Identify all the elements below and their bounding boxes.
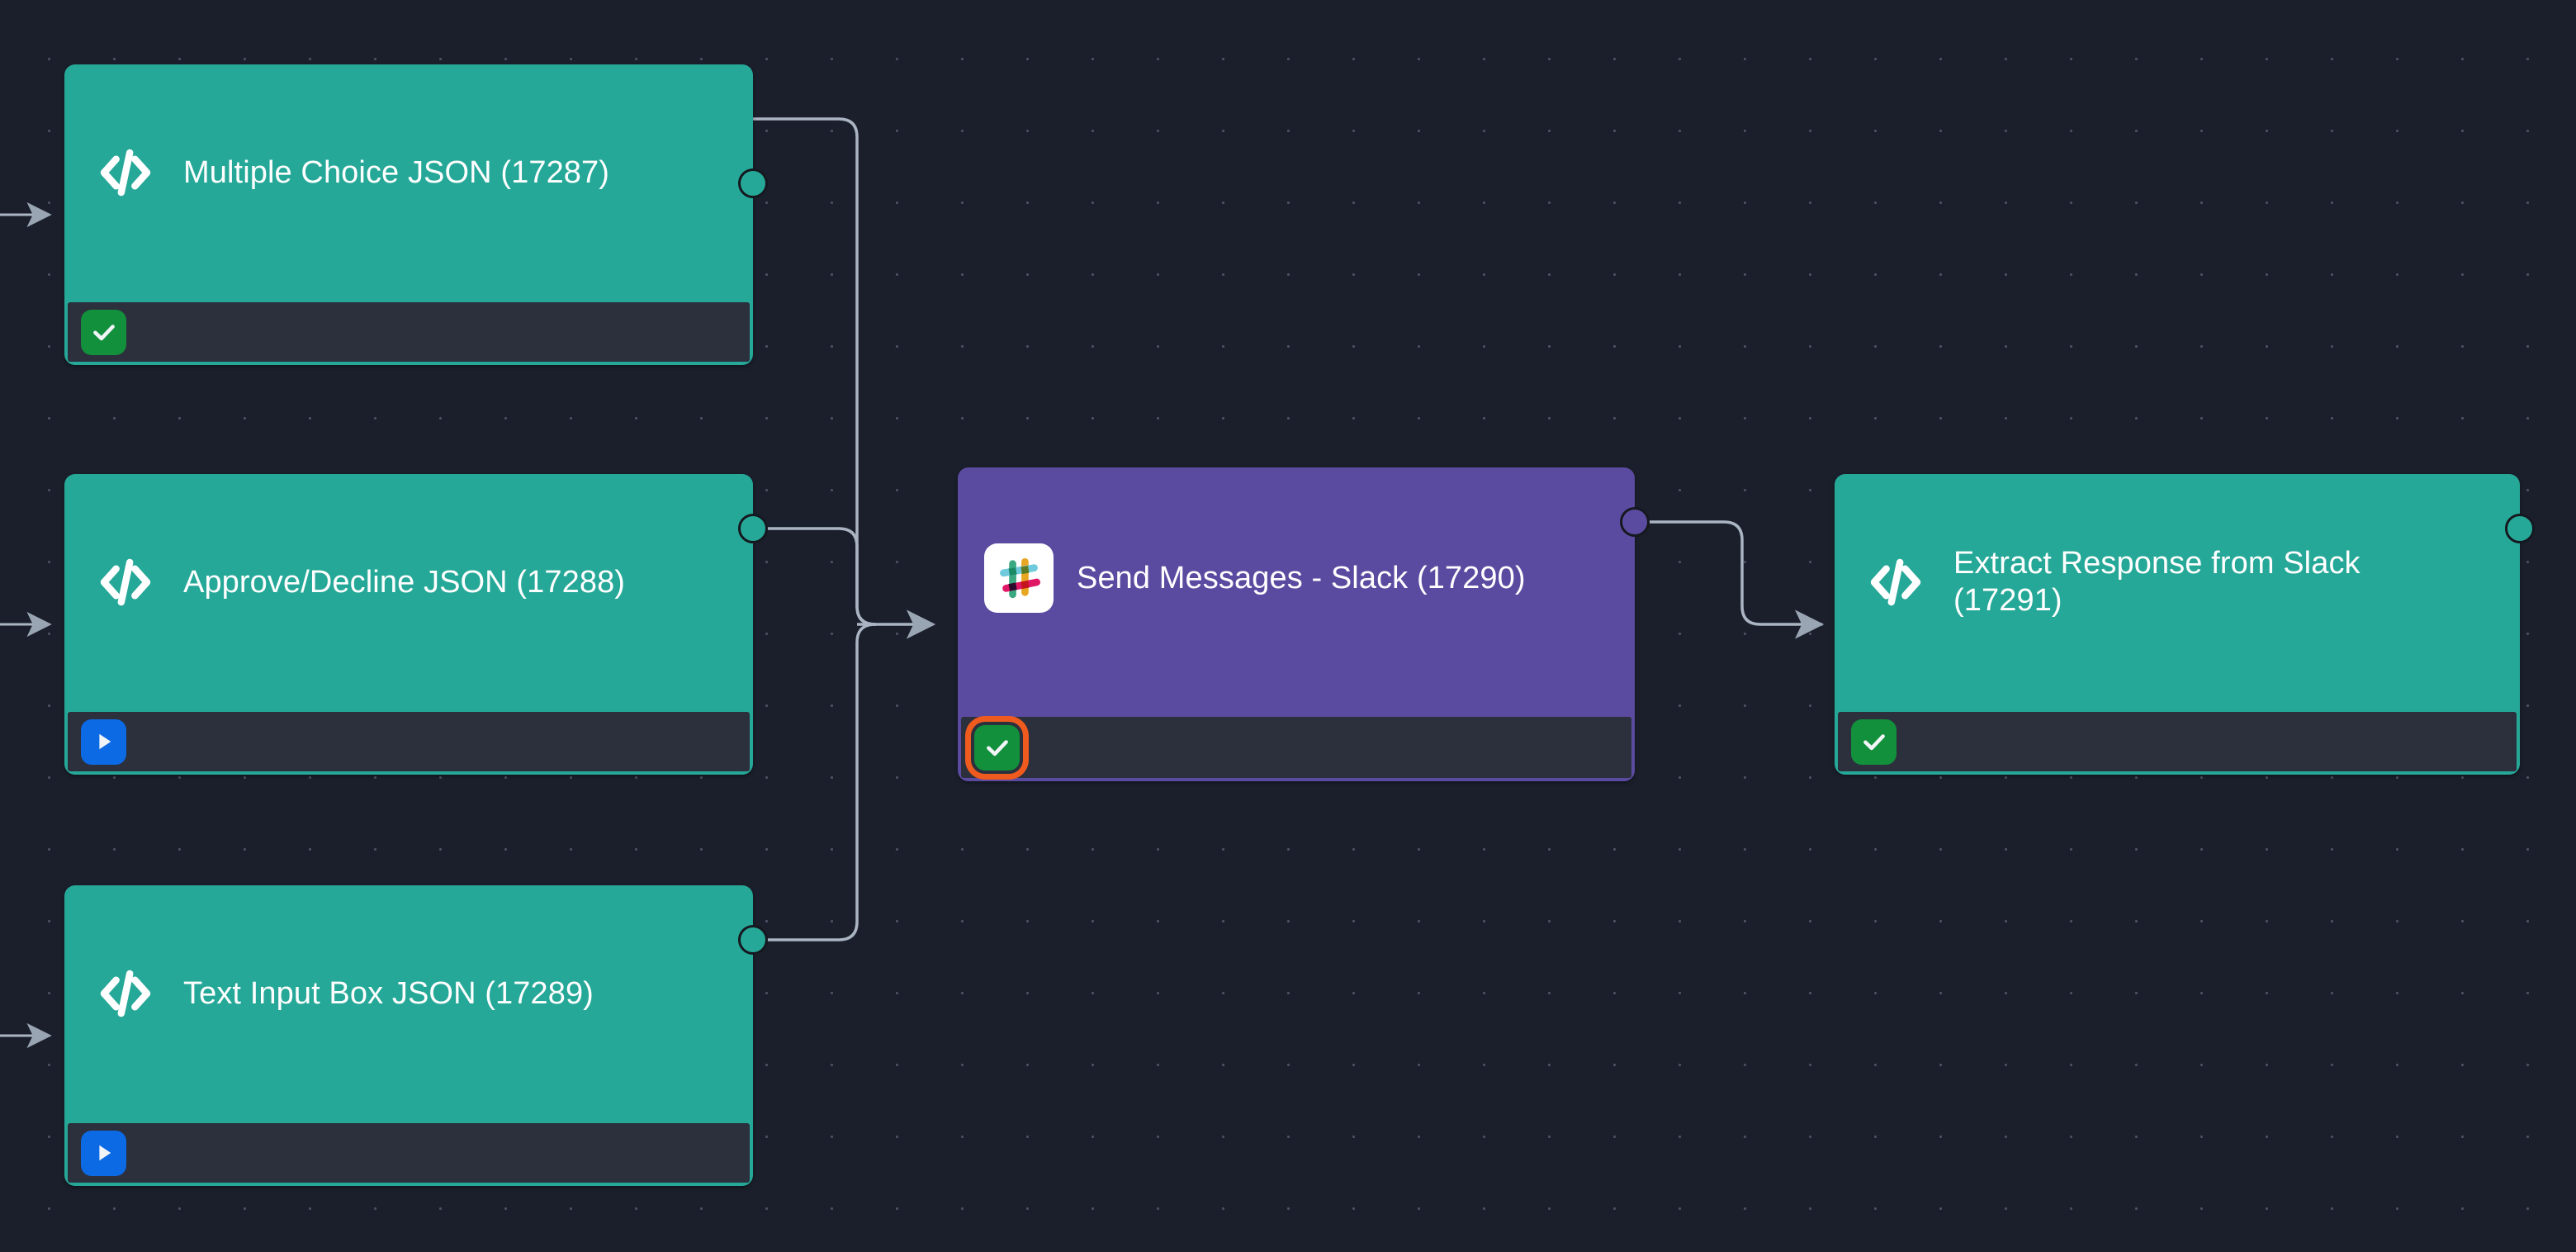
node-body (68, 1123, 750, 1183)
node-title: Send Messages - Slack (17290) (1077, 560, 1526, 595)
node-text-input-box-json[interactable]: Text Input Box JSON (17289) (64, 885, 768, 1186)
node-approve-decline-json[interactable]: Approve/Decline JSON (17288) (64, 474, 768, 775)
wire-17289-to-17290 (751, 623, 877, 941)
wire-17287-to-17290 (751, 117, 877, 626)
node-title: Multiple Choice JSON (17287) (183, 154, 610, 190)
node-header: Send Messages - Slack (17290) (961, 471, 1631, 685)
node-header: Multiple Choice JSON (17287) (68, 68, 750, 277)
node-title: Approve/Decline JSON (17288) (183, 564, 626, 600)
play-icon-button[interactable] (81, 1130, 126, 1176)
slack-icon (981, 540, 1057, 616)
node-body (961, 717, 1631, 778)
node-body (1838, 712, 2517, 771)
output-port[interactable] (1620, 507, 1650, 537)
node-title: Extract Response from Slack (17291) (1953, 546, 2361, 618)
code-icon (88, 544, 163, 620)
node-body (68, 302, 750, 362)
node-header: Extract Response from Slack (17291) (1838, 477, 2517, 687)
output-port[interactable] (738, 514, 768, 543)
wire-17288-to-17290 (751, 527, 877, 626)
node-extract-response-from-slack[interactable]: Extract Response from Slack (17291) (1835, 474, 2535, 775)
node-header: Approve/Decline JSON (17288) (68, 477, 750, 687)
output-port[interactable] (2505, 514, 2535, 543)
node-send-messages-slack[interactable]: Send Messages - Slack (17290) (958, 467, 1650, 781)
code-icon (1858, 544, 1934, 620)
wire-17290-to-17291 (1648, 520, 1825, 639)
play-icon-button[interactable] (81, 718, 126, 765)
check-icon-button[interactable] (974, 724, 1020, 771)
node-title: Text Input Box JSON (17289) (183, 975, 594, 1011)
node-multiple-choice-json[interactable]: Multiple Choice JSON (17287) (64, 64, 768, 365)
output-port[interactable] (738, 925, 768, 955)
node-header: Text Input Box JSON (17289) (68, 889, 750, 1098)
output-port[interactable] (738, 168, 768, 198)
check-icon-button[interactable] (1851, 718, 1896, 765)
check-icon-button[interactable] (81, 309, 126, 355)
code-icon (88, 135, 163, 211)
node-body (68, 712, 750, 771)
code-icon (88, 956, 163, 1031)
